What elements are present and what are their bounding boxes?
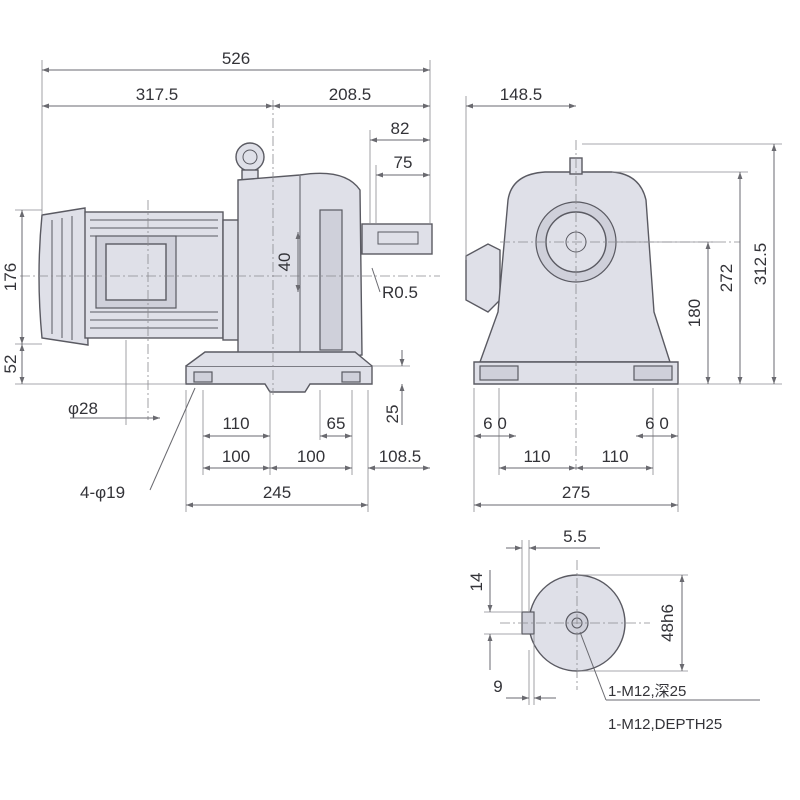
dim-110-side-b: 110 — [601, 447, 628, 466]
shaft-labels: 5.5 14 48h6 9 1-M12,深25 1-M12,DEPTH25 — [467, 527, 722, 733]
dim-148-5: 148.5 — [500, 85, 543, 104]
dim-14: 14 — [467, 573, 486, 592]
dim-317-5: 317.5 — [136, 85, 179, 104]
side-labels: 148.5 312.5 272 180 6 0 6 0 110 110 275 — [483, 85, 770, 502]
dim-245: 245 — [263, 483, 291, 502]
dim-208-5: 208.5 — [329, 85, 372, 104]
shaft-detail — [500, 560, 650, 690]
side-dimensions — [465, 96, 782, 512]
dim-phi28: φ28 — [68, 399, 98, 418]
front-dimensions — [15, 60, 431, 512]
dim-100-b: 100 — [297, 447, 325, 466]
dim-75: 75 — [394, 153, 413, 172]
side-view — [465, 140, 740, 470]
dim-272: 272 — [717, 264, 736, 292]
shaft-dimensions — [484, 540, 760, 705]
dim-110: 110 — [222, 414, 249, 433]
front-base — [185, 365, 373, 393]
output-shaft — [361, 223, 433, 255]
dim-4-phi19: 4-φ19 — [80, 483, 125, 502]
dim-48h6: 48h6 — [658, 604, 677, 642]
dim-40: 40 — [275, 253, 294, 272]
dim-108-5: 108.5 — [379, 447, 422, 466]
side-motor-stub — [465, 243, 501, 313]
dim-100-a: 100 — [222, 447, 250, 466]
dim-5-5: 5.5 — [563, 527, 587, 546]
tap-note-jp: 1-M12,深25 — [608, 683, 686, 700]
dim-60-a: 6 0 — [483, 414, 507, 433]
dim-65: 65 — [327, 414, 346, 433]
dim-52: 52 — [1, 355, 20, 374]
front-view — [20, 100, 440, 420]
dim-82: 82 — [391, 119, 410, 138]
dim-r0-5: R0.5 — [382, 283, 418, 302]
dim-9: 9 — [493, 677, 502, 696]
tap-note-en: 1-M12,DEPTH25 — [608, 716, 722, 733]
dim-180: 180 — [685, 299, 704, 327]
dim-60-b: 6 0 — [645, 414, 669, 433]
dim-25: 25 — [383, 405, 402, 424]
eye-bolt — [235, 142, 265, 172]
dim-110-side-a: 110 — [523, 447, 550, 466]
dim-526: 526 — [222, 49, 250, 68]
dim-312-5: 312.5 — [751, 243, 770, 286]
dim-176: 176 — [1, 263, 20, 291]
front-labels: 526 317.5 208.5 82 75 176 52 40 R0.5 φ28… — [1, 49, 421, 502]
fan-cover — [38, 207, 89, 346]
dim-275: 275 — [562, 483, 590, 502]
